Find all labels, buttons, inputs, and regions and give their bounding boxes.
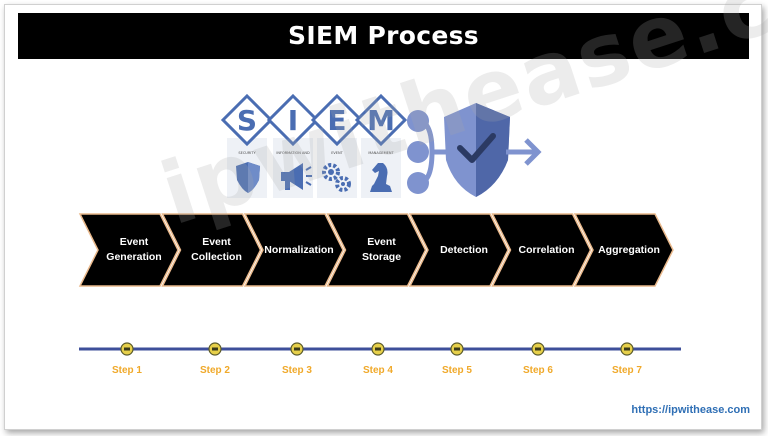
chevron-label: Detection xyxy=(440,243,488,256)
step-label-5: Step 5 xyxy=(441,365,472,376)
arrow-right-icon xyxy=(506,138,542,166)
siem-letter-e-text: E xyxy=(327,104,346,137)
step-label-2: Step 2 xyxy=(199,365,230,376)
siem-caption-information: INFORMATION AND xyxy=(276,151,310,155)
chevron-step-5 xyxy=(408,213,509,287)
chevron-step-1 xyxy=(78,213,179,287)
step-label-1: Step 1 xyxy=(111,365,142,376)
source-url[interactable]: https://ipwithease.com xyxy=(631,404,750,416)
megaphone-icon xyxy=(281,163,312,190)
process-chevrons xyxy=(78,213,674,287)
step-marker-core xyxy=(375,347,381,351)
step-label-3: Step 3 xyxy=(281,365,312,376)
step-marker-core xyxy=(294,347,300,351)
siem-letter-s: S SECURITY xyxy=(220,93,274,198)
security-shield-check-icon xyxy=(444,103,510,197)
chevron-step-2 xyxy=(161,213,262,287)
gears-icon xyxy=(322,163,351,192)
step-label-7: Step 7 xyxy=(611,365,642,376)
step-marker-core xyxy=(124,347,130,351)
page-title: SIEM Process xyxy=(18,13,749,59)
chevron-label: Aggregation xyxy=(598,243,660,256)
siem-letter-s-text: S xyxy=(237,104,257,137)
chevron-label: Event Generation xyxy=(106,236,162,263)
chevron-label: Correlation xyxy=(518,243,575,256)
chevron-step-3 xyxy=(243,213,344,287)
siem-letter-e: E EVENT xyxy=(310,93,364,198)
chevron-step-6 xyxy=(491,213,592,287)
step-label-4: Step 4 xyxy=(362,365,393,376)
step-label-6: Step 6 xyxy=(522,365,553,376)
siem-caption-security: SECURITY xyxy=(238,151,256,155)
shield-icon xyxy=(236,162,260,193)
chevron-step-7 xyxy=(573,213,674,287)
chess-knight-icon xyxy=(370,163,392,192)
step-marker-core xyxy=(212,347,218,351)
chevron-step-4 xyxy=(326,213,427,287)
siem-letters: S SECURITY I INFORMATION AND E EVENT M M… xyxy=(220,93,408,198)
chevron-label: Event Storage xyxy=(361,236,402,263)
step-marker-core xyxy=(535,347,541,351)
chevron-label: Event Collection xyxy=(191,236,242,263)
network-nodes-icon xyxy=(407,110,452,194)
step-marker-core xyxy=(454,347,460,351)
step-timeline xyxy=(79,342,681,356)
siem-caption-event: EVENT xyxy=(331,151,343,155)
chevron-label: Normalization xyxy=(264,243,334,256)
step-marker-core xyxy=(624,347,630,351)
siem-caption-management: MANAGEMENT xyxy=(368,151,394,155)
siem-letter-i-text: I xyxy=(288,104,298,137)
siem-letter-i: I INFORMATION AND xyxy=(266,93,320,198)
siem-letter-m-text: M xyxy=(367,104,395,137)
